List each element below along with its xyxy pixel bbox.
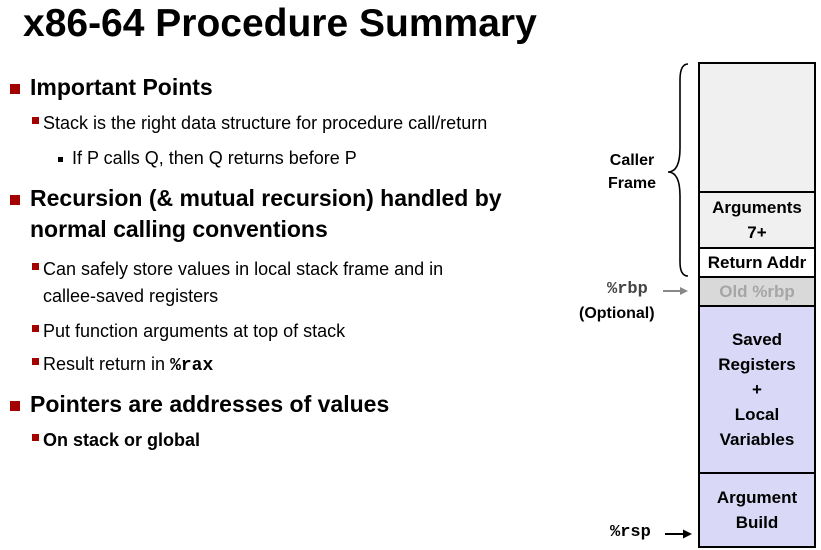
return-addr-cell: Return Addr <box>700 249 814 278</box>
rsp-arrow-icon <box>665 529 692 539</box>
rsp-register-label: %rsp <box>610 523 651 542</box>
bullet-square-icon <box>32 325 39 332</box>
argument-build-cell: Argument Build <box>700 474 814 546</box>
rbp-register-label: %rbp <box>607 280 648 299</box>
bullet-square-icon <box>32 434 39 441</box>
arguments-cell: Arguments 7+ <box>700 193 814 249</box>
saved-registers-cell: Saved Registers + Local Variables <box>700 307 814 474</box>
bullet-square-icon <box>32 263 39 270</box>
bullet-square-icon <box>32 358 39 365</box>
slide-title: x86-64 Procedure Summary <box>23 2 537 45</box>
bullet-square-icon <box>10 84 20 94</box>
bullet-square-icon <box>10 195 20 205</box>
rax-register: %rax <box>170 356 214 376</box>
stack-diagram: Arguments 7+ Return Addr Old %rbp Saved … <box>698 62 816 548</box>
bullet-square-icon <box>10 401 20 411</box>
optional-label: (Optional) <box>579 305 655 322</box>
curly-brace-icon <box>667 63 689 277</box>
rbp-arrow-icon <box>663 287 688 295</box>
bullet-square-icon <box>58 157 63 162</box>
bullet-square-icon <box>32 117 39 124</box>
old-rbp-cell: Old %rbp <box>700 278 814 307</box>
caller-frame-upper-cell <box>700 64 814 193</box>
result-return-text: Result return in <box>43 354 171 374</box>
caller-frame-label: Caller Frame <box>607 152 657 192</box>
